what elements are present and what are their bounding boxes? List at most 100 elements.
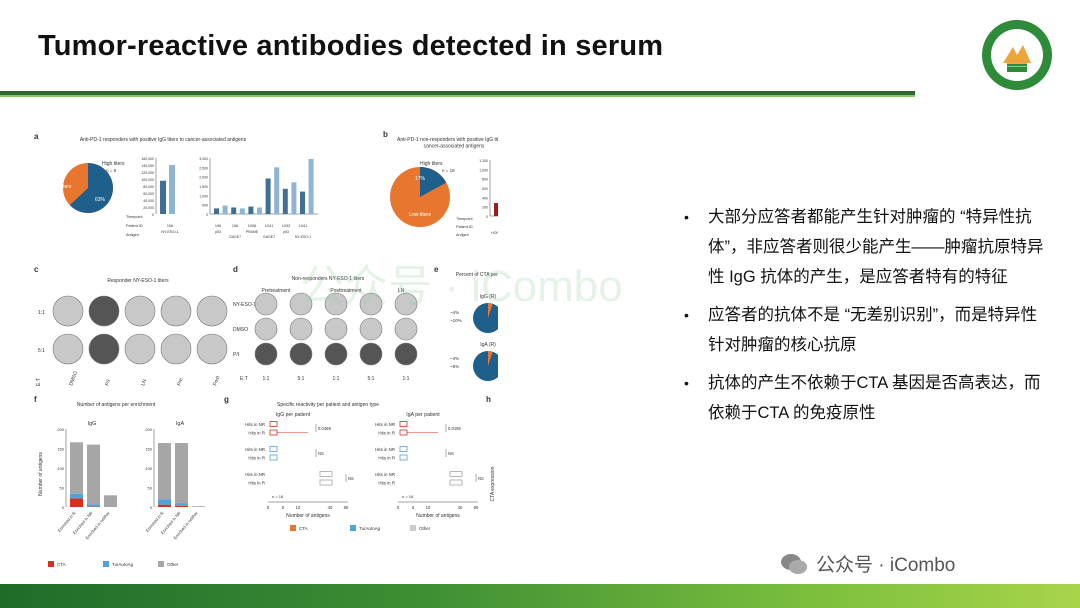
panel-c-well: [160, 295, 192, 327]
panel-d-row-label: DMSO: [233, 327, 248, 333]
panel-d-well: [394, 342, 418, 366]
panel-d-ratio: 1:1: [333, 376, 340, 382]
panel-d-well: [289, 317, 313, 341]
panel-c-well: [124, 295, 156, 327]
panel-a-left-bar: [169, 165, 175, 214]
panel-a-left-tick: 60,000: [143, 192, 154, 196]
panel-d-well: [254, 292, 278, 316]
panel-a-right-bar: [222, 205, 228, 214]
footer-bar: [0, 584, 1080, 608]
panel-g-xtick: 0: [397, 505, 400, 510]
panel-e-pie-bg: [473, 303, 498, 333]
panel-a-right-tick: 500: [202, 204, 208, 208]
panel-f-legend-swatch: [103, 561, 109, 567]
title-underline-light: [0, 95, 915, 97]
panel-f-legend-swatch: [158, 561, 164, 567]
panel-g-row-label: Hits in NR: [245, 472, 265, 477]
panel-g-box: [399, 429, 408, 436]
panel-d-ratio: 5:1: [298, 376, 305, 382]
panel-a-left-tick: 80,000: [143, 185, 154, 189]
panel-b-antigen: HORMAD1: [491, 231, 498, 235]
panel-f-bar-other: [104, 495, 117, 507]
panel-g-box: [269, 454, 278, 461]
panel-c-col-label: LN: [140, 378, 148, 386]
panel-f-tick: 50: [148, 486, 153, 491]
panel-e-pie-label: IgG (R): [480, 294, 497, 300]
panel-f-tick: 150: [57, 447, 64, 452]
panel-f-tick: 0: [62, 505, 65, 510]
panel-f-title: Number of antigens per enrichment: [77, 402, 156, 408]
panel-f-bar-other: [158, 443, 171, 500]
panel-c-title: Responder NY-ESO-1 titers: [107, 278, 169, 284]
panel-a-right-antigen: PRAME: [246, 230, 259, 234]
panel-g-n: n = 16: [402, 494, 414, 499]
panel-a-right-tick: 2,500: [199, 166, 208, 170]
panel-b-low-label: Low titers: [409, 212, 431, 218]
panel-e-pct-label: ~4%: [450, 356, 459, 361]
panel-d-well: [324, 317, 348, 341]
panel-c-well: [124, 333, 156, 365]
panel-g-xtick: 5: [412, 505, 415, 510]
panel-a-high-label: High titers: [102, 161, 125, 167]
panel-g-row-label: Hits in R: [378, 431, 395, 436]
panel-d-ratio: 1:1: [403, 376, 410, 382]
panel-e-pie-slice: [488, 351, 493, 366]
panel-c-col-label: P/I: [104, 379, 112, 387]
panel-a-right-id: 106: [215, 224, 221, 228]
panel-f-bar-tu: [70, 493, 83, 499]
panel-g-pval: NS: [478, 476, 484, 481]
panel-c-well: [196, 333, 228, 365]
panel-a-right-tick: 1,500: [199, 185, 208, 189]
slide-title: Tumor-reactive antibodies detected in se…: [38, 30, 664, 62]
panel-f-panel-label: IgG: [88, 421, 97, 427]
panel-b-antigen: Antigen: [456, 233, 469, 237]
panel-c-well: [52, 333, 84, 365]
bullet-text: 大部分应答者都能产生针对肿瘤的 “特异性抗体”，非应答者则很少能产生——肿瘤抗原…: [708, 208, 1044, 286]
panel-g-pval: 0.0156: [448, 426, 461, 431]
panel-a-right-bar: [214, 208, 219, 214]
panel-a-title: Anti-PD-1 responders with positive IgG t…: [80, 137, 247, 143]
panel-c-col-label: Pre: [176, 377, 184, 387]
panel-a-right-antigen: p53: [215, 230, 221, 234]
panel-a-low-label: Low titers: [50, 184, 72, 190]
panel-g-box: [449, 479, 463, 486]
panel-g-box: [269, 429, 278, 436]
panel-f-bar-tu: [158, 499, 171, 505]
panel-d-well: [394, 317, 418, 341]
watermark-text: 公众号 · iCombo: [816, 555, 956, 576]
panel-a-right-antigen: NY-ESO-1: [295, 235, 311, 239]
panel-g-xtick: 80: [474, 505, 479, 510]
panel-b-high-label: High titers: [420, 161, 443, 167]
panel-a-letter: a: [34, 132, 39, 141]
panel-d-well: [254, 317, 278, 341]
panel-e-pie-bg: [473, 351, 498, 381]
panel-h-letter: h: [486, 395, 491, 404]
panel-c-well: [52, 295, 84, 327]
panel-b-pie-slice: [420, 167, 447, 197]
panel-c-corner: E:T: [36, 378, 42, 386]
panel-d-group: LN: [398, 288, 405, 294]
panel-a-pct: 63%: [95, 197, 106, 203]
panel-g-xtick: 80: [344, 505, 349, 510]
panel-c-letter: c: [34, 265, 39, 274]
panel-b-patient-id: Patient ID: [456, 225, 473, 229]
panel-d-well: [394, 292, 418, 316]
panel-c-col-label: Post: [212, 375, 221, 387]
panel-a-n-label: n = 8: [106, 168, 117, 173]
panel-g-legend-swatch: [290, 525, 296, 531]
panel-a-right-bar: [248, 206, 254, 214]
panel-d-et: E:T: [240, 376, 248, 382]
panel-g-xtick: 10: [426, 505, 431, 510]
panel-a-left-tick: 40,000: [143, 199, 154, 203]
panel-e-pct-label: ~10%: [450, 318, 462, 323]
panel-a-left-tick: 140,000: [141, 164, 154, 168]
panel-g-pval: NS: [318, 451, 324, 456]
panel-a-right-bar: [282, 188, 288, 214]
panel-d-well: [289, 292, 313, 316]
panel-a-left-antigen: NY-ESO-1: [161, 230, 179, 234]
panel-g-row-label: Hits in NR: [245, 422, 265, 427]
panel-d-letter: d: [233, 265, 238, 274]
panel-a-right-bar: [239, 208, 245, 214]
panel-a-right-tick: 1,000: [199, 194, 208, 198]
panel-d-well: [324, 342, 348, 366]
